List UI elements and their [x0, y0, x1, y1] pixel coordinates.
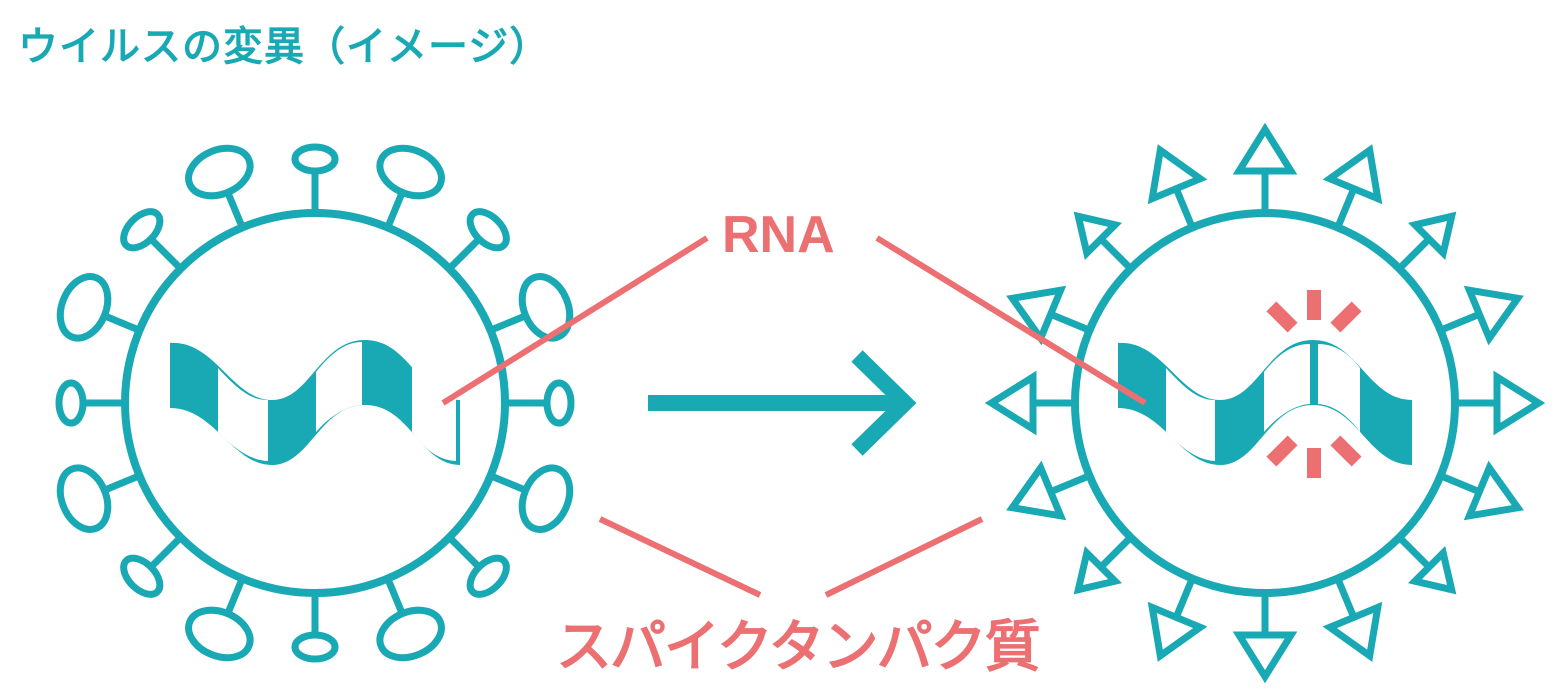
mutation-burst-icon	[1266, 290, 1362, 478]
spike	[1396, 534, 1457, 595]
spike-leader-right	[824, 516, 984, 598]
spike	[185, 577, 254, 662]
spike	[984, 370, 1075, 436]
spike	[1006, 460, 1091, 521]
spike	[1232, 122, 1298, 213]
rna-segment	[1166, 368, 1215, 461]
spike	[120, 208, 184, 272]
spike	[1322, 144, 1383, 229]
spike	[1006, 285, 1091, 346]
rna-leader-right	[875, 235, 1147, 406]
rna-segment	[218, 368, 268, 461]
original-virus	[55, 143, 575, 663]
rna-segment	[1318, 344, 1360, 432]
spike	[376, 577, 445, 662]
spike	[1232, 593, 1298, 684]
spike	[1455, 370, 1546, 436]
spike	[185, 144, 254, 229]
spike	[1073, 534, 1134, 595]
spike	[1147, 577, 1208, 662]
spike	[489, 273, 574, 342]
rna-label: RNA	[722, 206, 835, 264]
mutated-rna-strand	[1118, 340, 1412, 465]
spike	[505, 379, 575, 427]
rna-segment	[316, 342, 362, 432]
triangle-spikes	[984, 122, 1546, 684]
spike	[291, 143, 339, 213]
spike	[55, 379, 125, 427]
spike	[446, 208, 510, 272]
spike	[1147, 144, 1208, 229]
rna-strand	[170, 340, 460, 465]
spike	[489, 464, 574, 533]
spike	[291, 593, 339, 663]
spike	[120, 534, 184, 598]
spike	[376, 144, 445, 229]
spike	[1073, 211, 1134, 272]
diagram-title: ウイルスの変異（イメージ）	[18, 24, 551, 70]
leader-lines	[441, 235, 1147, 598]
spike	[56, 464, 141, 533]
spike	[1322, 577, 1383, 662]
mutation-arrow-icon	[648, 350, 917, 456]
spike-leader-left	[598, 516, 762, 598]
spike	[1439, 285, 1524, 346]
spike	[446, 534, 510, 598]
spike	[1396, 211, 1457, 272]
rna-leader-left	[441, 235, 709, 406]
rna-segment	[412, 360, 456, 461]
ellipse-spikes	[55, 143, 575, 663]
rna-segment	[1264, 344, 1310, 432]
mutated-virus	[984, 122, 1546, 684]
spike-protein-label: スパイクタンパク質	[556, 615, 1041, 680]
spike	[1439, 460, 1524, 521]
spike	[56, 273, 141, 342]
